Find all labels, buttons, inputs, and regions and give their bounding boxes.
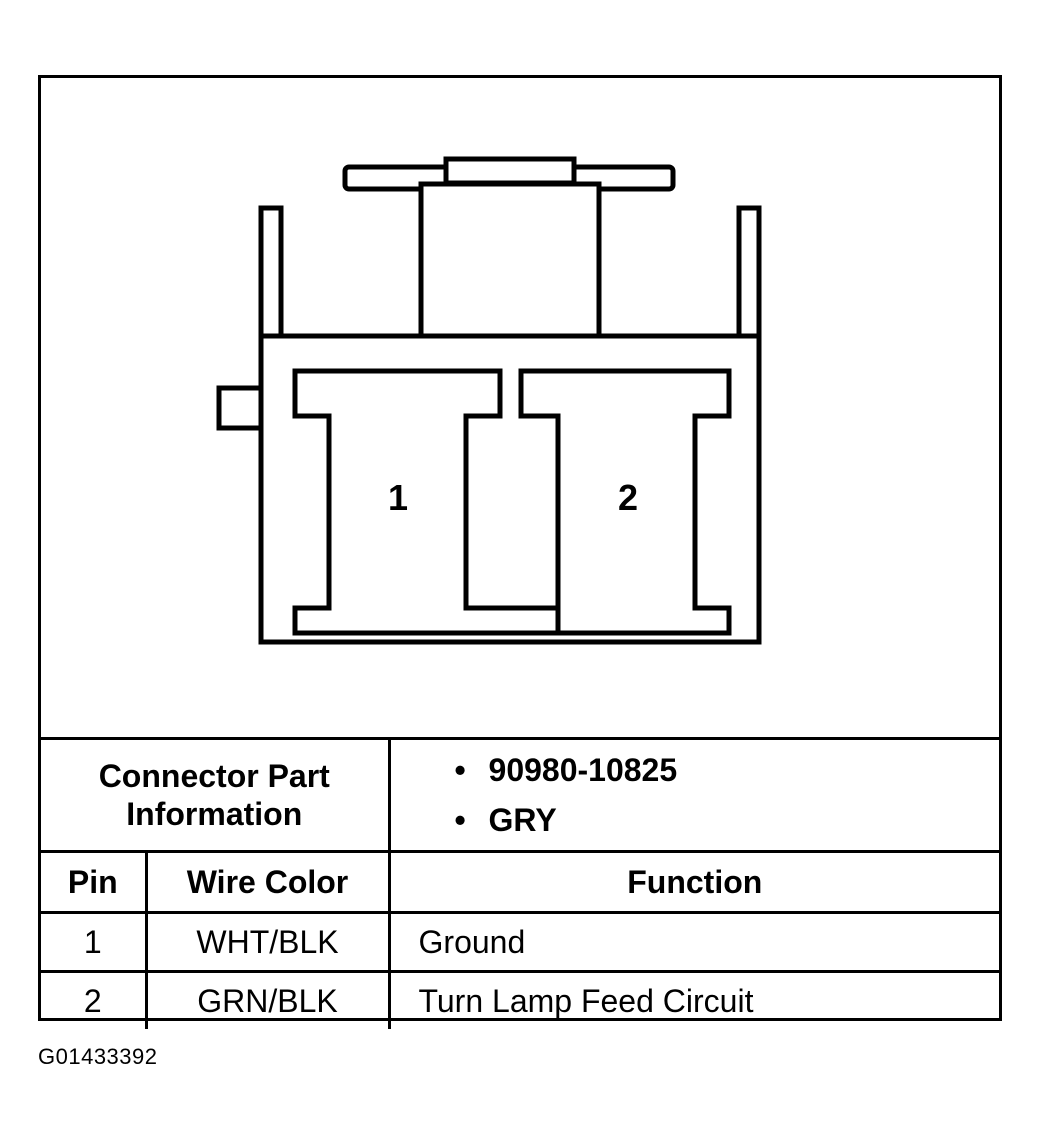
figure-id: G01433392 — [38, 1044, 158, 1069]
row-2-pin: 2 — [41, 970, 148, 1029]
part-number-line: • 90980-10825 — [455, 745, 1000, 795]
row-1-function: Ground — [387, 911, 1000, 973]
row-1-pin: 1 — [41, 911, 148, 973]
part-number: 90980-10825 — [488, 752, 678, 788]
row-2-wire-color: GRN/BLK — [144, 970, 391, 1029]
latch-cap — [443, 156, 577, 186]
part-info-label-line1: Connector Part — [98, 758, 330, 794]
pin-label-1: 1 — [388, 477, 408, 518]
table-row: 1 WHT/BLK Ground — [41, 911, 1000, 973]
part-color-line: • GRY — [455, 795, 1000, 845]
bullet-icon: • — [454, 752, 466, 788]
bullet-icon: • — [454, 802, 466, 838]
latch-neck — [418, 181, 602, 341]
connector-drawing: 1 2 — [216, 156, 762, 645]
part-info-values-cell: • 90980-10825 • GRY — [387, 737, 1000, 853]
table-header-row: Pin Wire Color Function — [41, 850, 1000, 914]
row-1-wire-color: WHT/BLK — [144, 911, 391, 973]
pin-cavity-2 — [466, 368, 732, 636]
header-pin: Pin — [41, 850, 148, 914]
header-wire-color: Wire Color — [144, 850, 391, 914]
part-color: GRY — [488, 802, 557, 838]
part-info-label-line2: Information — [126, 796, 303, 832]
connector-face-diagram: 1 2 — [41, 78, 999, 740]
connector-info-table: Connector Part Information • 90980-10825 … — [41, 737, 1000, 1029]
row-2-function: Turn Lamp Feed Circuit — [387, 970, 1000, 1029]
right-guide-post — [736, 205, 762, 341]
left-guide-post — [258, 205, 284, 341]
pin-label-2: 2 — [618, 477, 638, 518]
side-key-tab — [216, 385, 264, 431]
connector-figure-frame: 1 2 Connector Part Information • 90980-10… — [38, 75, 1002, 1029]
part-info-row: Connector Part Information • 90980-10825 … — [41, 737, 1000, 853]
header-function: Function — [387, 850, 1000, 914]
table-row: 2 GRN/BLK Turn Lamp Feed Circuit — [41, 970, 1000, 1029]
part-info-label-cell: Connector Part Information — [41, 737, 391, 853]
connector-body — [258, 333, 762, 645]
